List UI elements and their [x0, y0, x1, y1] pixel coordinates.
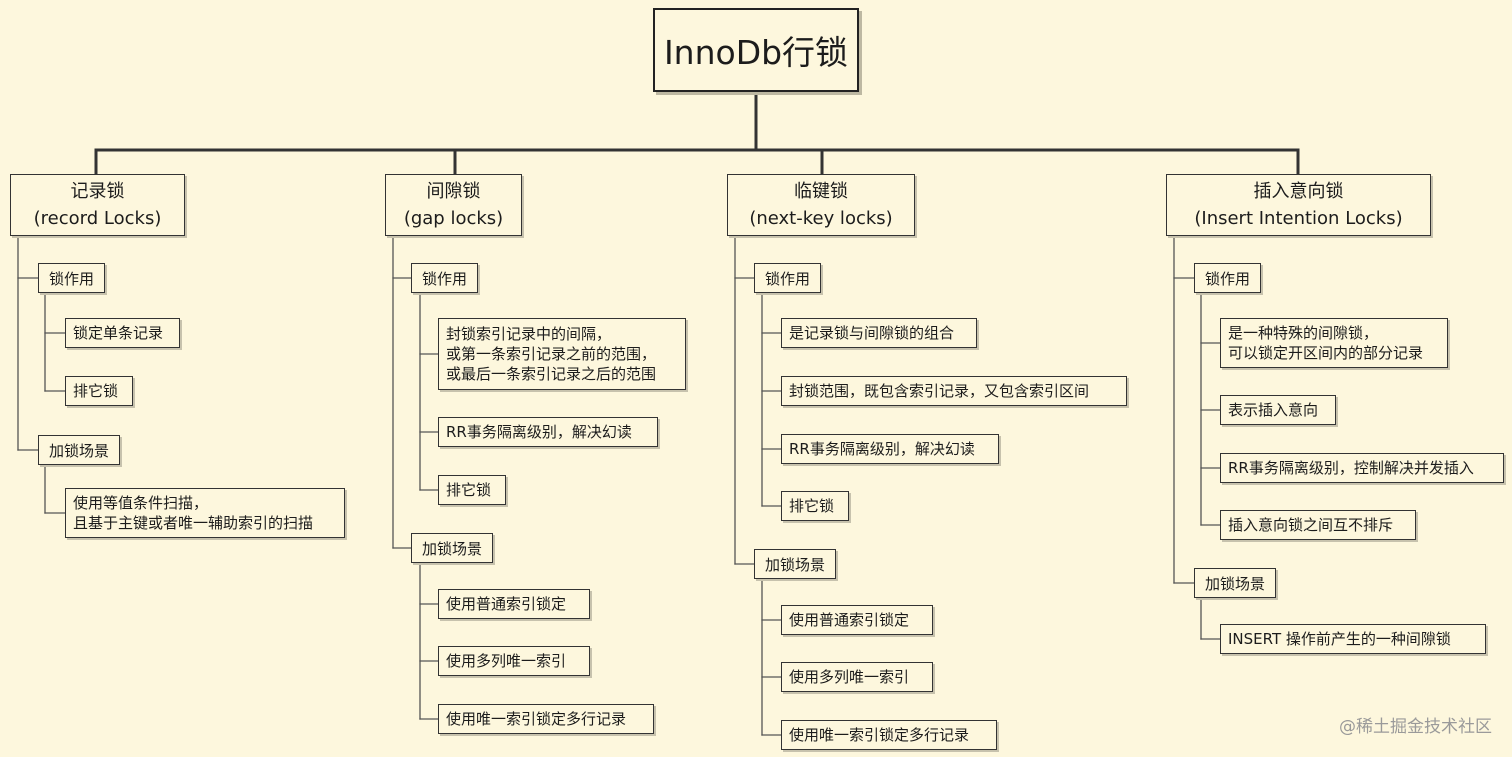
category-subtitle: (gap locks): [403, 208, 504, 229]
category-title: 插入意向锁: [1253, 181, 1344, 202]
item-text-line: RR事务隔离级别，控制解决并发插入: [1228, 459, 1474, 477]
category-title: 间隙锁: [426, 181, 481, 202]
lock-scenario-item: 使用唯一索引锁定多行记录: [438, 704, 654, 734]
item-text-line: 使用多列唯一索引: [789, 668, 910, 686]
lock-effect-item: RR事务隔离级别，解决幻读: [438, 417, 658, 447]
item-text-line: 封锁范围，既包含索引记录，又包含索引区间: [789, 382, 1090, 400]
item-text-line: 或第一条索引记录之前的范围，: [446, 345, 657, 363]
item-text-line: 可以锁定开区间内的部分记录: [1228, 344, 1424, 362]
item-text-line: 使用等值条件扫描，: [73, 494, 209, 512]
item-text-line: 使用普通索引锁定: [446, 595, 567, 613]
lock-scenario-text: 加锁场景: [1204, 574, 1265, 593]
item-text-line: 排它锁: [446, 481, 492, 499]
root-node-title: InnoDb行锁: [653, 8, 859, 92]
item-text-line: 使用唯一索引锁定多行记录: [789, 726, 970, 744]
lock-effect-label: 锁作用: [1194, 263, 1261, 293]
category-title: 临键锁: [794, 181, 848, 202]
lock-scenario-label: 加锁场景: [411, 533, 493, 563]
category-subtitle: (next-key locks): [749, 208, 893, 229]
lock-scenario-item: 使用多列唯一索引: [438, 646, 590, 676]
lock-scenario-item: 使用多列唯一索引: [781, 662, 933, 692]
watermark: @稀土掘金技术社区: [1339, 717, 1492, 737]
lock-scenario-item: INSERT 操作前产生的一种间隙锁: [1220, 624, 1486, 654]
lock-scenario-label: 加锁场景: [754, 549, 836, 579]
lock-effect-item: 是记录锁与间隙锁的组合: [781, 318, 977, 348]
lock-scenario-item: 使用普通索引锁定: [781, 605, 933, 635]
lock-effect-label: 锁作用: [411, 263, 478, 293]
lock-effect-item: 封锁索引记录中的间隔， 或第一条索引记录之前的范围， 或最后一条索引记录之后的范围: [438, 318, 686, 390]
lock-effect-item: 封锁范围，既包含索引记录，又包含索引区间: [781, 376, 1127, 406]
category-title: 记录锁: [70, 181, 125, 202]
item-text-line: 排它锁: [73, 382, 119, 400]
item-text-line: INSERT 操作前产生的一种间隙锁: [1228, 630, 1451, 648]
item-text-line: 插入意向锁之间互不排斥: [1228, 516, 1394, 534]
item-text-line: 表示插入意向: [1228, 401, 1319, 419]
lock-scenario-item: 使用唯一索引锁定多行记录: [781, 720, 997, 750]
category-subtitle: (record Locks): [33, 208, 162, 229]
lock-scenario-label: 加锁场景: [38, 435, 120, 465]
lock-effect-item: 锁定单条记录: [65, 318, 180, 348]
category-subtitle: (Insert Intention Locks): [1194, 208, 1403, 229]
item-text-line: 或最后一条索引记录之后的范围: [446, 365, 657, 383]
lock-effect-item: RR事务隔离级别，解决幻读: [781, 434, 999, 464]
lock-effect-text: 锁作用: [1204, 269, 1250, 288]
lock-effect-label: 锁作用: [38, 263, 105, 293]
lock-effect-text: 锁作用: [421, 269, 467, 288]
lock-effect-label: 锁作用: [754, 263, 821, 293]
lock-scenario-text: 加锁场景: [48, 441, 109, 460]
item-text-line: 使用多列唯一索引: [446, 652, 567, 670]
category-node: 插入意向锁 (Insert Intention Locks): [1166, 174, 1431, 236]
item-text-line: 使用普通索引锁定: [789, 611, 910, 629]
lock-effect-text: 锁作用: [48, 269, 94, 288]
lock-scenario-label: 加锁场景: [1194, 568, 1276, 598]
lock-scenario-text: 加锁场景: [764, 555, 825, 574]
category-node: 记录锁 (record Locks): [10, 174, 185, 236]
item-text-line: RR事务隔离级别，解决幻读: [446, 423, 632, 441]
lock-effect-item: 排它锁: [438, 475, 506, 505]
category-node: 临键锁 (next-key locks): [727, 174, 915, 236]
lock-effect-item: 表示插入意向: [1220, 395, 1336, 425]
lock-scenario-text: 加锁场景: [421, 539, 482, 558]
item-text-line: 封锁索引记录中的间隔，: [446, 325, 612, 343]
item-text-line: 排它锁: [789, 497, 835, 515]
item-text-line: 锁定单条记录: [73, 324, 164, 342]
category-node: 间隙锁 (gap locks): [385, 174, 522, 236]
lock-effect-item: 插入意向锁之间互不排斥: [1220, 510, 1416, 540]
lock-effect-item: RR事务隔离级别，控制解决并发插入: [1220, 453, 1504, 483]
item-text-line: 是一种特殊的间隙锁，: [1228, 324, 1379, 342]
item-text-line: 使用唯一索引锁定多行记录: [446, 710, 627, 728]
lock-effect-text: 锁作用: [764, 269, 810, 288]
item-text-line: 且基于主键或者唯一辅助索引的扫描: [73, 514, 314, 532]
lock-effect-item: 排它锁: [65, 376, 133, 406]
lock-effect-item: 是一种特殊的间隙锁， 可以锁定开区间内的部分记录: [1220, 318, 1448, 368]
item-text-line: 是记录锁与间隙锁的组合: [789, 324, 955, 342]
item-text-line: RR事务隔离级别，解决幻读: [789, 440, 975, 458]
lock-scenario-item: 使用等值条件扫描， 且基于主键或者唯一辅助索引的扫描: [65, 488, 345, 538]
lock-scenario-item: 使用普通索引锁定: [438, 589, 590, 619]
lock-effect-item: 排它锁: [781, 491, 849, 521]
